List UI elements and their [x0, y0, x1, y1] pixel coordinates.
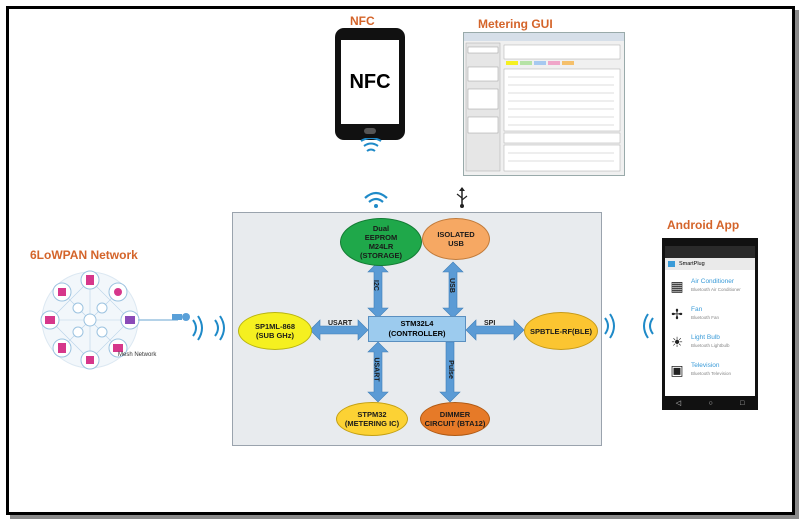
dimmer-node: DIMMER CIRCUIT (BTA12) [420, 402, 490, 436]
network-wireless-icon [192, 315, 203, 341]
metering-gui-title: Metering GUI [478, 17, 553, 31]
phone-screen-label: NFC [341, 40, 399, 124]
app-logo-icon [668, 261, 675, 267]
air-conditioner-icon: ▦ [670, 278, 684, 294]
network-title: 6LoWPAN Network [30, 248, 138, 262]
mesh-network-label: Mesh Network [118, 352, 157, 358]
android-screen: SmartPlug ▦ Air Conditioner Bluetooth Ai… [665, 246, 755, 396]
android-wireless-icon [643, 313, 654, 339]
nfc-title: NFC [350, 14, 375, 28]
app-item-fan[interactable]: ✢ Fan Bluetooth Fan [667, 302, 753, 328]
pulse-label: Pulse [446, 360, 454, 379]
android-nav-bar: ◁ ○ □ [662, 398, 758, 408]
app-item-desc: Bluetooth Lightbulb [691, 343, 730, 348]
android-status-bar [665, 246, 755, 258]
app-item-name: Light Bulb [691, 334, 720, 341]
app-item-air-conditioner[interactable]: ▦ Air Conditioner Bluetooth Air Conditio… [667, 274, 753, 300]
app-name: SmartPlug [679, 261, 705, 267]
app-item-desc: Bluetooth Fan [691, 315, 720, 320]
android-phone: SmartPlug ▦ Air Conditioner Bluetooth Ai… [662, 238, 758, 410]
home-icon[interactable]: ○ [708, 399, 713, 407]
dimmer-label: DIMMER CIRCUIT (BTA12) [424, 410, 486, 428]
app-item-name: Fan [691, 306, 703, 313]
app-item-name: Television [691, 362, 720, 369]
fan-icon: ✢ [671, 306, 683, 322]
nfc-phone: NFC [335, 28, 405, 140]
television-icon: ▣ [670, 362, 684, 378]
left-wireless-icon [214, 315, 225, 341]
back-icon[interactable]: ◁ [675, 400, 682, 407]
sub-ghz-node: SP1ML-868 (SUB GHz) [238, 312, 312, 350]
app-item-desc: Bluetooth Television [691, 371, 731, 376]
ble-label: SPBTLE-RF(BLE) [529, 326, 593, 336]
spi-label: SPI [484, 320, 496, 327]
usb-link-label: USB [447, 278, 455, 293]
phone-home-button [364, 128, 376, 134]
recents-icon[interactable]: □ [740, 399, 745, 407]
i2c-label: I2C [371, 280, 379, 291]
usart-bottom-label: USART [372, 357, 380, 382]
app-header: SmartPlug [665, 258, 755, 270]
ble-node: SPBTLE-RF(BLE) [524, 312, 598, 350]
board-wireless-icon [364, 191, 388, 208]
app-item-light-bulb[interactable]: ☀ Light Bulb Bluetooth Lightbulb [667, 330, 753, 356]
connection-arrows [309, 261, 525, 403]
app-item-television[interactable]: ▣ Television Bluetooth Television [667, 358, 753, 384]
usb-label: ISOLATED USB [437, 230, 475, 248]
sub-ghz-label: SP1ML-868 (SUB GHz) [254, 322, 296, 340]
metering-ic-label: STPM32 (METERING IC) [344, 410, 400, 428]
usb-icon [456, 187, 468, 208]
light-bulb-icon: ☀ [670, 334, 684, 350]
eeprom-label: Dual EEPROM M24LR (STORAGE) [360, 224, 402, 260]
android-app-title: Android App [667, 218, 740, 232]
mesh-network-diagram [40, 270, 190, 370]
controller-node: STM32L4 (CONTROLLER) [368, 316, 466, 342]
metering-ic-node: STPM32 (METERING IC) [336, 402, 408, 436]
usb-node: ISOLATED USB [422, 218, 490, 260]
usart-left-label: USART [328, 320, 353, 327]
metering-gui-screenshot [463, 32, 625, 176]
right-wireless-icon [604, 313, 615, 339]
nfc-wireless-icon [360, 138, 382, 152]
app-item-desc: Bluetooth Air Conditioner [691, 287, 741, 292]
eeprom-node: Dual EEPROM M24LR (STORAGE) [340, 218, 422, 266]
app-item-name: Air Conditioner [691, 278, 734, 285]
